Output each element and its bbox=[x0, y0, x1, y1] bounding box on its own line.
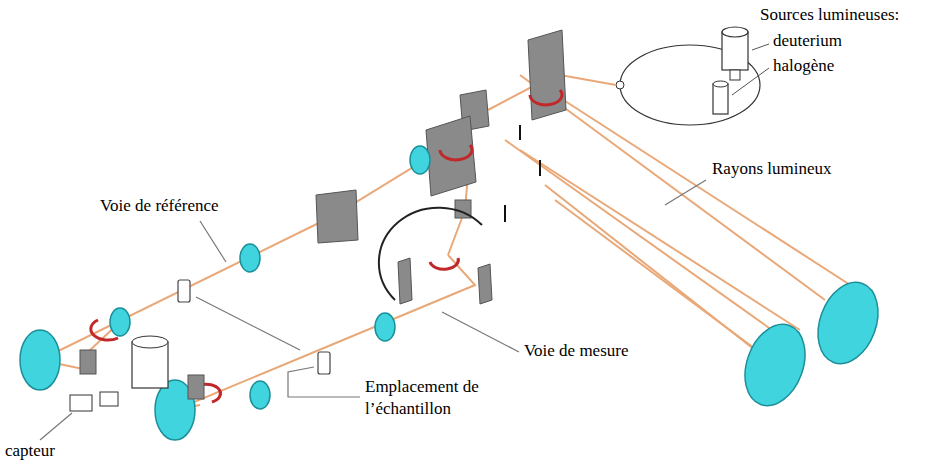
halogen-lamp bbox=[713, 84, 728, 114]
chopper-segment bbox=[478, 264, 492, 304]
lamp-label: deuterium bbox=[773, 30, 842, 52]
rotation-arrow bbox=[430, 258, 458, 269]
beam-splitter-plate bbox=[316, 190, 358, 243]
mirrors bbox=[20, 146, 889, 440]
path-label: Voie de mesure bbox=[524, 340, 629, 362]
leader-line bbox=[732, 68, 769, 95]
mirror bbox=[375, 313, 395, 341]
mirror bbox=[110, 308, 130, 336]
light-ray bbox=[560, 75, 616, 85]
slits bbox=[505, 125, 540, 222]
leader-line bbox=[40, 413, 72, 440]
grating-block bbox=[426, 116, 476, 196]
leader-line bbox=[196, 297, 300, 350]
source-title: Sources lumineuses: bbox=[760, 4, 899, 26]
path-label: Voie de référence bbox=[100, 195, 219, 217]
reference-beam bbox=[40, 150, 455, 360]
detector-window bbox=[188, 375, 204, 399]
concave-mirror bbox=[528, 30, 566, 120]
light-rays bbox=[40, 75, 858, 410]
mirror bbox=[20, 330, 60, 390]
rotation-arrow bbox=[440, 145, 472, 160]
mirror bbox=[250, 381, 270, 409]
cuvette bbox=[318, 352, 330, 374]
deuterium-lamp-top bbox=[722, 27, 748, 37]
detector-part bbox=[70, 395, 92, 411]
slit bbox=[519, 125, 521, 140]
detector-window bbox=[80, 350, 96, 374]
leader-line bbox=[200, 221, 226, 262]
leader-line bbox=[665, 180, 706, 205]
chopper-wheel bbox=[379, 208, 482, 300]
deuterium-lamp bbox=[722, 32, 748, 70]
cuvette bbox=[178, 280, 190, 302]
detector-part bbox=[100, 392, 118, 406]
mirror bbox=[240, 244, 260, 272]
lamp-focus bbox=[616, 81, 624, 89]
detector-label: capteur bbox=[5, 440, 55, 462]
chopper-segment bbox=[398, 258, 412, 304]
leader-bracket bbox=[288, 367, 360, 397]
leader-line bbox=[442, 312, 519, 352]
rotation-arrows bbox=[91, 90, 562, 402]
halogen-lamp-top bbox=[713, 81, 728, 87]
light-ray bbox=[555, 200, 770, 360]
rotation-arrow bbox=[530, 90, 562, 105]
leader-lines bbox=[40, 180, 706, 440]
detector-top bbox=[132, 336, 168, 348]
lamp-socket bbox=[730, 70, 740, 80]
optical-blocks bbox=[316, 30, 566, 243]
sample-label: Emplacement de l’échantillon bbox=[365, 376, 515, 420]
slit bbox=[539, 160, 541, 176]
detector-body bbox=[132, 342, 168, 388]
light-ray bbox=[548, 90, 858, 290]
slit bbox=[504, 205, 506, 222]
mirror bbox=[410, 146, 430, 174]
ray-label: Rayons lumineux bbox=[712, 158, 831, 180]
large-mirror bbox=[734, 316, 815, 414]
leader-line bbox=[752, 44, 769, 50]
large-mirror bbox=[807, 274, 888, 372]
lamp-label: halogène bbox=[773, 55, 834, 77]
